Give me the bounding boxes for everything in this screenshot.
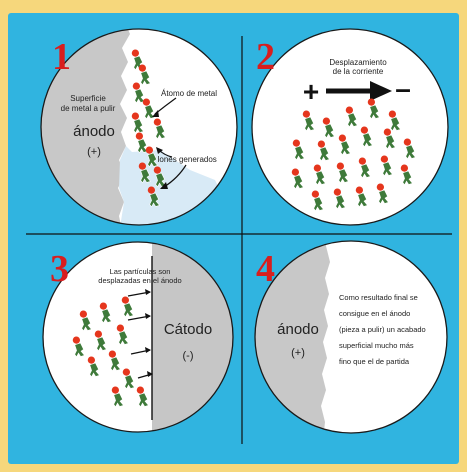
q4-result-line3: (pieza a pulir) un acabado (339, 325, 426, 334)
q1-number: 1 (52, 36, 71, 78)
q4-anode-sign: (+) (291, 347, 305, 359)
q2-current-label-line1: Desplazamiento (329, 58, 387, 67)
q1-metal-atom-label: Átomo de metal (161, 89, 217, 98)
q4-result-line5: fino que el de partida (339, 357, 410, 366)
q4-result-line1: Como resultado final se (339, 293, 418, 302)
q1-surface-label-line1: Superficie (70, 94, 106, 103)
q1-anode-sign: (+) (87, 146, 101, 158)
q3-number: 3 (50, 248, 69, 290)
q4-anode-label: ánodo (277, 321, 319, 338)
q2-minus-sign: – (395, 73, 411, 104)
q3-cathode-sign: (-) (183, 350, 194, 362)
q3-cathode-label: Cátodo (164, 321, 212, 338)
q4-result-line4: superficial mucho más (339, 341, 414, 350)
q1-anode-label: ánodo (73, 123, 115, 140)
q4-number: 4 (256, 248, 275, 290)
q2-number: 2 (256, 36, 275, 78)
q2-current-label-line2: de la corriente (333, 67, 384, 76)
q2-plus-sign: + (303, 76, 319, 107)
q1-ions-label: Iones generados (157, 155, 217, 164)
q4-result-line2: consigue en el ánodo (339, 309, 410, 318)
q3-particles-label-line1: Las partículas son (110, 267, 171, 276)
q3-particles-label-line2: desplazadas en el ánodo (98, 276, 181, 285)
quadrant-2: 2 Desplazamiento de la corriente + – (252, 29, 448, 225)
q1-surface-label-line2: de metal a pulir (61, 104, 116, 113)
